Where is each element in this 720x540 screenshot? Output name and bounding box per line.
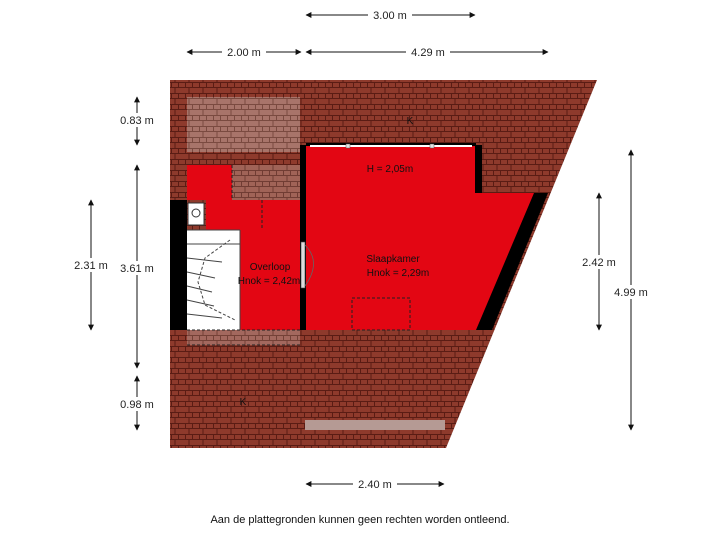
- dim-top-right: 4.29 m: [411, 47, 445, 59]
- dim-left-bottom: 0.98 m: [120, 399, 154, 411]
- top-knee-label: K: [407, 116, 414, 127]
- bedroom-ridge-height: Hnok = 2,29m: [367, 268, 430, 279]
- toilet-bowl-icon: [191, 208, 201, 218]
- dim-right-outer: 4.99 m: [614, 287, 648, 299]
- dormer-bottom-left: [187, 330, 300, 345]
- dim-left-top: 0.83 m: [120, 115, 154, 127]
- window-frames: [345, 143, 435, 149]
- dim-top-upper: 3.00 m: [373, 10, 407, 22]
- landing-ridge-height: Hnok = 2,42m: [238, 276, 301, 287]
- toilet-icon: [187, 202, 205, 226]
- bedroom-name: Slaapkamer: [366, 254, 420, 265]
- staircase: [187, 230, 240, 330]
- disclaimer-text: Aan de plattegronden kunnen geen rechten…: [210, 514, 510, 526]
- dim-top-left: 2.00 m: [227, 47, 261, 59]
- landing-door: [300, 241, 314, 289]
- dim-bottom: 2.40 m: [358, 479, 392, 491]
- walls: [170, 143, 548, 330]
- bottom-knee-label: K: [240, 397, 247, 408]
- toilet-floor: [206, 200, 262, 230]
- closet-floor-left: [187, 165, 232, 200]
- dashed-outlines: [187, 165, 411, 346]
- stair-treads: [186, 229, 241, 330]
- landing-name: Overloop: [250, 262, 291, 273]
- dim-left-middle-b: 3.61 m: [120, 263, 154, 275]
- dormer-top-left: [187, 97, 300, 152]
- dim-left-middle-a: 2.31 m: [74, 260, 108, 272]
- dormer-bottom-strip: [305, 420, 445, 430]
- bedroom-floor: [306, 145, 534, 330]
- bedroom-ceiling-height: H = 2,05m: [367, 164, 413, 175]
- dim-right-inner: 2.42 m: [582, 257, 616, 269]
